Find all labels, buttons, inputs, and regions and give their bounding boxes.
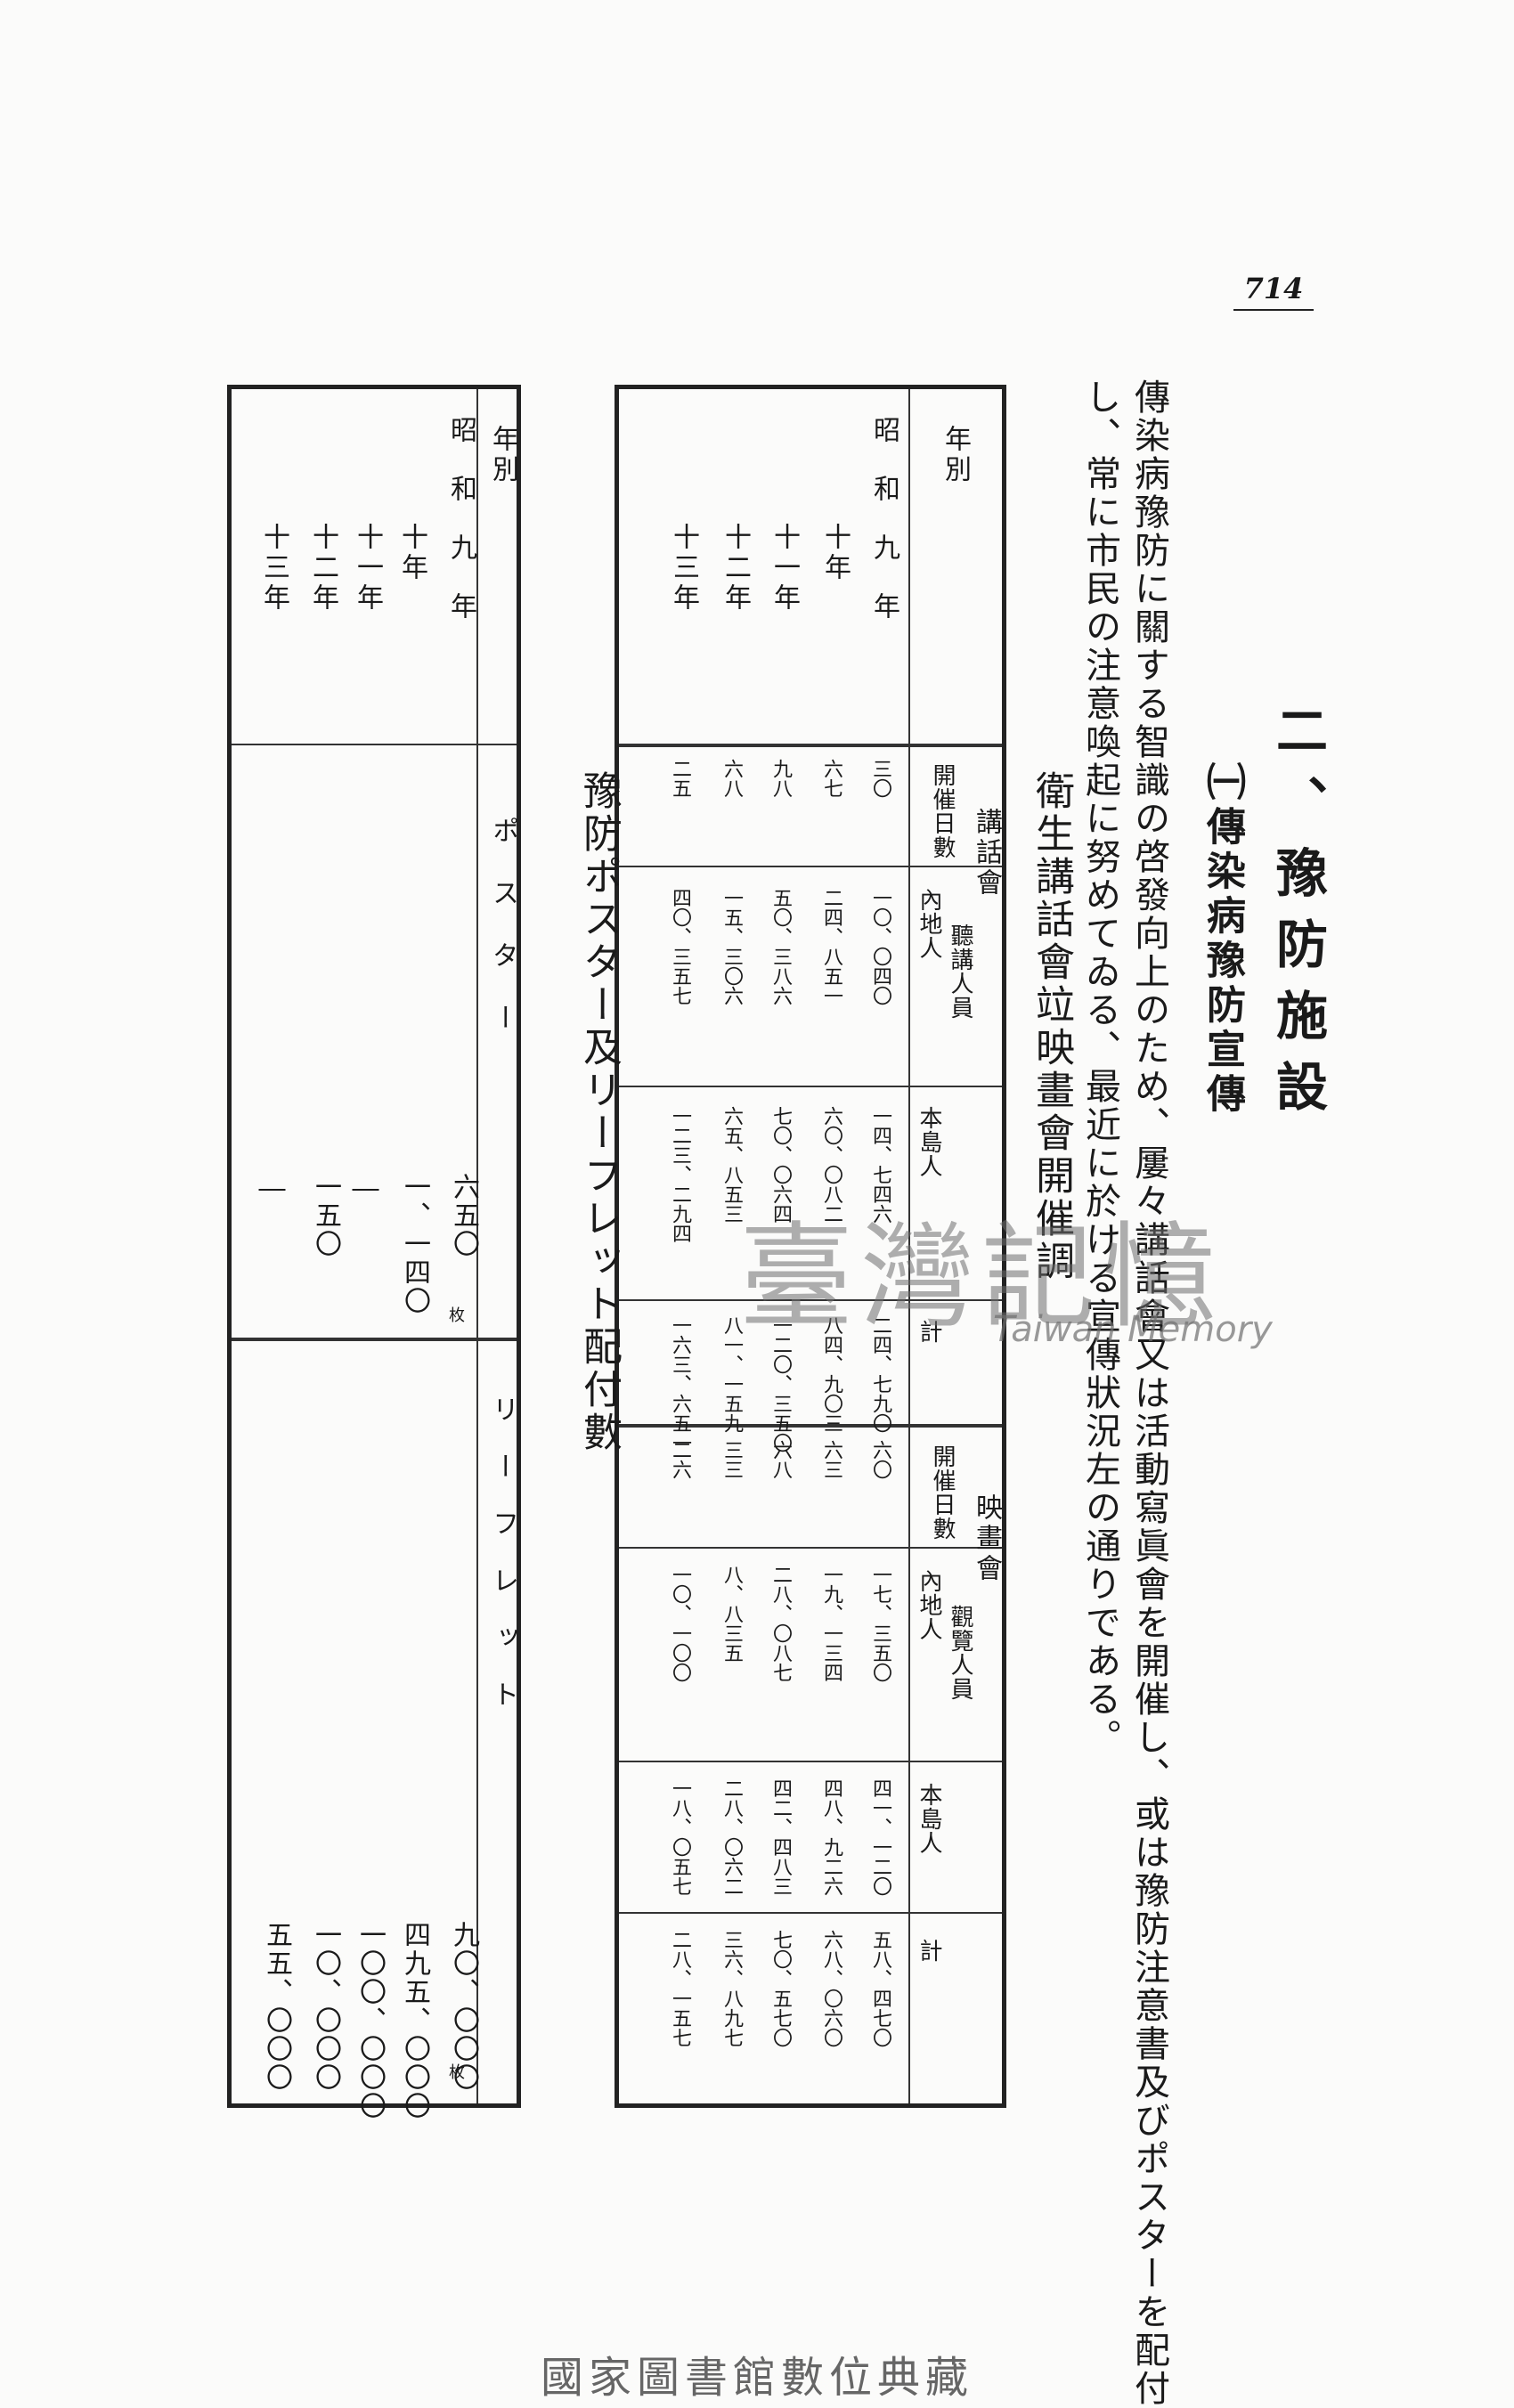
t1-row-lecture-days: 二五 xyxy=(669,759,691,798)
paragraph-line-2: し、常に市民の注意喚起に努めてゐる、最近に於ける宣傳狀況左の通りである。 xyxy=(1079,378,1120,1757)
t2-row-year: 十一年 xyxy=(352,523,383,614)
t1-row-year: 十二年 xyxy=(720,523,751,614)
t1-row-lecture-hontou: 一四、七四六 xyxy=(869,1106,891,1224)
t1-row-year: 十年 xyxy=(819,523,851,583)
t1-row-year: 昭和九年 xyxy=(868,416,899,651)
table2-caption: 豫防ポスター及リーフレット配付數 xyxy=(576,770,622,1454)
t2-row-poster: 一、一四〇 xyxy=(399,1173,430,1315)
t1-row-lecture-hontou: 六〇、〇八二 xyxy=(820,1106,842,1224)
t1-row-film-days: 六〇 xyxy=(869,1440,891,1479)
t1-lecture-total-header: 計 xyxy=(916,1320,942,1344)
t1-row-film-naichi: 二八、〇八七 xyxy=(769,1565,792,1682)
table1-caption: 衛生講話會竝映畫會開催調 xyxy=(1029,770,1074,1283)
t1-row-lecture-naichi: 五〇、三八六 xyxy=(769,888,792,1005)
subsection-title: ㈠傳染病豫防宣傳 xyxy=(1200,761,1245,1118)
t1-row-lecture-days: 三〇 xyxy=(869,759,891,798)
t1-row-lecture-days: 六八 xyxy=(720,759,743,798)
t1-row-film-total: 五八、四七〇 xyxy=(869,1930,891,2047)
t1-row-film-days: 三三 xyxy=(720,1440,743,1479)
t1-row-lecture-naichi: 四〇、三五七 xyxy=(669,888,691,1005)
t2-row-poster: 一五〇 xyxy=(310,1173,341,1258)
paragraph-line-1: 傳染病豫防に關する智識の啓發向上のため、屢々講話會又は活動寫眞會を開催し、或は豫… xyxy=(1128,378,1169,2408)
t1-film-attend-header: 觀覽人員 xyxy=(947,1605,973,1701)
t2-header-poster: ポスター xyxy=(487,817,518,1066)
t1-row-lecture-total: 二四、七九〇 xyxy=(869,1315,891,1433)
t2-poster-unit: 枚 xyxy=(446,1306,465,1322)
t1-lecture-naichi-header: 內地人 xyxy=(916,888,942,960)
t2-row-poster: ― xyxy=(256,1173,288,1206)
t1-row-year: 十三年 xyxy=(668,523,699,614)
watermark-logo: 臺灣記憶 xyxy=(739,1211,1225,1344)
t2-header-year: 年別 xyxy=(487,425,518,485)
t1-lecture-hontou-header: 本島人 xyxy=(916,1106,942,1178)
t1-row-film-hontou: 一八、〇五七 xyxy=(669,1778,691,1896)
section-title: 二、豫防施設 xyxy=(1267,704,1328,1131)
t2-row-year: 十三年 xyxy=(258,523,289,614)
t1-row-film-total: 二八、一五七 xyxy=(669,1930,691,2047)
t2-row-poster: ― xyxy=(350,1173,381,1206)
t2-header-leaflet: リーフレット xyxy=(487,1395,518,1737)
footer-credit: 國家圖書館數位典藏 xyxy=(540,2353,973,2403)
t1-row-lecture-total: 八四、九〇三 xyxy=(820,1315,842,1433)
t1-row-lecture-hontou: 一二三、二九四 xyxy=(669,1106,691,1243)
t2-row-leaflet: 九〇、〇〇〇 xyxy=(448,1921,479,2092)
t1-row-lecture-total: 一二〇、三五〇 xyxy=(769,1315,792,1452)
t2-row-leaflet: 一〇、〇〇〇 xyxy=(310,1921,341,2092)
t1-row-lecture-days: 九八 xyxy=(769,759,792,798)
t2-row-leaflet: 五五、〇〇〇 xyxy=(261,1921,292,2092)
table1: 年別 講話會 映畫會 開催日數 聽講人員 內地人 本島人 計 開催日數 觀覽人員… xyxy=(615,385,1006,2108)
t1-row-lecture-days: 六七 xyxy=(820,759,842,798)
t1-row-lecture-total: 八一、一五九 xyxy=(720,1315,743,1433)
t1-row-lecture-hontou: 七〇、〇六四 xyxy=(769,1106,792,1224)
t2-row-year: 十年 xyxy=(396,523,427,583)
t2-row-leaflet: 一〇〇、〇〇〇 xyxy=(354,1921,386,2120)
t1-row-film-total: 六八、〇六〇 xyxy=(820,1930,842,2047)
t1-lecture-attend-header: 聽講人員 xyxy=(947,923,973,1020)
t2-row-poster: 六五〇 xyxy=(448,1173,479,1258)
t1-row-film-hontou: 二八、〇六二 xyxy=(720,1778,743,1896)
t1-row-film-naichi: 八、八三五 xyxy=(720,1565,743,1663)
t1-row-film-days: 六三 xyxy=(820,1440,842,1479)
t1-group-film: 映畫會 xyxy=(971,1493,1002,1584)
t1-film-naichi-header: 內地人 xyxy=(916,1569,942,1641)
t2-row-year: 昭和九年 xyxy=(445,416,476,651)
t1-row-lecture-total: 一六三、六五一 xyxy=(669,1315,691,1452)
t1-row-lecture-naichi: 一五、三〇六 xyxy=(720,888,743,1005)
page-number: 714 xyxy=(1233,272,1314,311)
t2-row-year: 十二年 xyxy=(307,523,338,614)
t1-row-film-days: 二六 xyxy=(669,1440,691,1479)
t1-row-film-hontou: 四八、九二六 xyxy=(820,1778,842,1896)
t1-lecture-days-header: 開催日數 xyxy=(929,763,956,859)
t1-row-film-total: 三六、八九七 xyxy=(720,1930,743,2047)
t1-row-year: 十一年 xyxy=(769,523,800,614)
t1-row-film-hontou: 四一、一二〇 xyxy=(869,1778,891,1896)
t1-row-lecture-naichi: 二四、八五一 xyxy=(820,888,842,1005)
t1-film-hontou-header: 本島人 xyxy=(916,1783,942,1855)
t1-row-film-naichi: 一七、三五〇 xyxy=(869,1565,891,1682)
t1-row-film-days: 六八 xyxy=(769,1440,792,1479)
watermark-english: Taiwan Memory xyxy=(993,1309,1273,1350)
t1-row-film-hontou: 四二、四八三 xyxy=(769,1778,792,1896)
t1-row-lecture-naichi: 一〇、〇四〇 xyxy=(869,888,891,1005)
t2-leaflet-unit: 枚 xyxy=(446,2063,465,2079)
t1-film-days-header: 開催日數 xyxy=(929,1444,956,1541)
t1-film-total-header: 計 xyxy=(916,1939,942,1963)
t1-row-film-naichi: 一九、一三四 xyxy=(820,1565,842,1682)
t1-row-lecture-hontou: 六五、八五三 xyxy=(720,1106,743,1224)
t2-row-leaflet: 四九五、〇〇〇 xyxy=(399,1921,430,2120)
t1-row-film-naichi: 一〇、一〇〇 xyxy=(669,1565,691,1682)
t1-row-film-total: 七〇、五七〇 xyxy=(769,1930,792,2047)
t1-group-lecture: 講話會 xyxy=(971,808,1002,899)
t1-header-year: 年別 xyxy=(940,425,971,485)
table2: 年別 ポスター リーフレット 昭和九年六五〇九〇、〇〇〇 十年一、一四〇四九五、〇… xyxy=(227,385,521,2120)
